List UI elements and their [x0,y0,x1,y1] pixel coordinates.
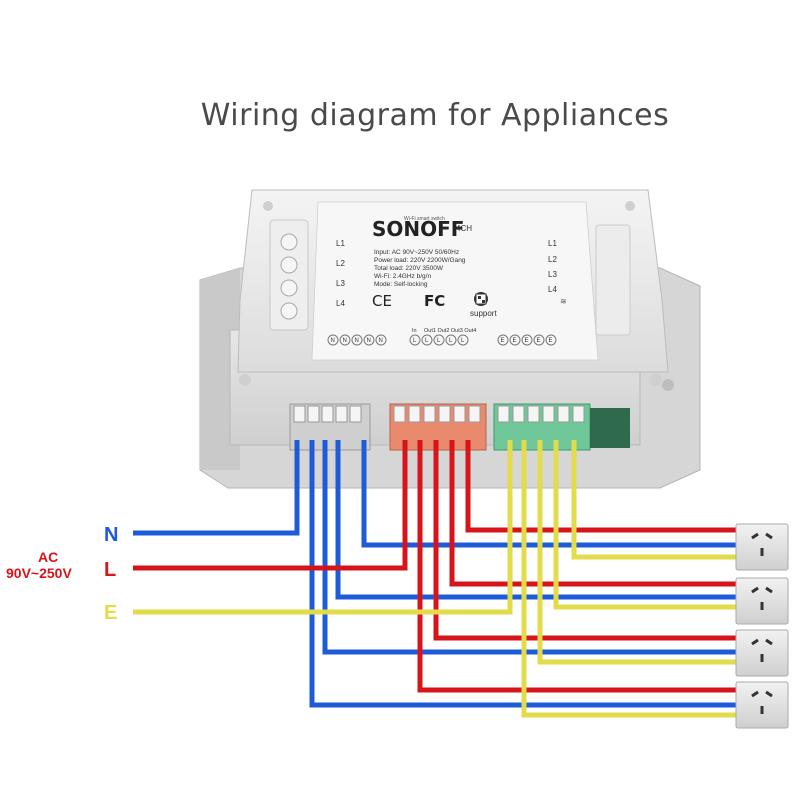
live-wire-2 [433,440,744,641]
svg-text:L: L [449,338,453,344]
device-subtitle: Wi-Fi smart switch [404,216,445,222]
neutral-wire-1 [309,440,744,708]
diagram-title: Wiring diagram for Appliances [200,98,670,133]
neutral-wire-4 [361,440,744,548]
svg-text:E: E [537,338,541,344]
outlet-4 [735,681,789,729]
mount-hole [662,379,674,391]
svg-text:N: N [367,338,371,344]
live-label: L [104,559,116,581]
terminal-l-labels: L L L L L [409,334,469,346]
brand-logo: SONOFF [372,217,464,241]
svg-text:L: L [437,338,441,344]
terminal-out-labels: Out1 Out2 Out3 Out4 [424,328,476,334]
led-label-left-1: L1 [336,239,345,248]
sonoff-device: L1 L2 L3 L4 L1 L2 L3 L4 ≋ SONOFF Wi-Fi s… [199,189,701,489]
channel-button-2[interactable] [280,256,298,274]
led-label-left-4: L4 [336,299,345,308]
voltage-label: 90V~250V [6,565,72,581]
spec-line: Total load: 220V 3500W [374,265,444,272]
spec-line: Mode: Self-locking [374,281,428,288]
wifi-icon: ≋ [560,297,567,306]
neutral-wire-main [133,440,300,536]
led-label-left-2: L2 [336,259,345,268]
ce-mark: CE [372,292,392,310]
svg-text:E: E [501,338,505,344]
earth-wire-3 [553,440,744,610]
earth-wire-4 [571,440,744,560]
channel-button-1[interactable] [280,233,298,251]
terminal-in-label: In [412,328,417,334]
terminal-n-labels: N N N N N [327,334,387,346]
spec-line: Wi-Fi: 2.4GHz b/g/n [374,273,431,280]
device-model: 4CH [456,224,472,233]
svg-text:N: N [355,338,359,344]
svg-text:E: E [525,338,529,344]
live-wire-main [133,440,408,571]
live-wire-1 [417,440,744,693]
led-label-right-4: L4 [548,285,557,294]
svg-text:E: E [513,338,517,344]
led-label-left-3: L3 [336,279,345,288]
svg-text:N: N [343,338,347,344]
svg-text:N: N [379,338,383,344]
earth-wire-1 [521,440,744,718]
outlet-3 [735,629,789,677]
led-label-right-1: L1 [548,239,557,248]
outlet-2 [735,577,789,625]
neutral-wire-3 [335,440,744,600]
channel-button-4[interactable] [280,302,298,320]
svg-text:L: L [425,338,429,344]
led-label-right-3: L3 [548,270,557,279]
svg-text:E: E [549,338,553,344]
neutral-wire-2 [322,440,744,655]
earth-label: E [104,602,117,624]
fcc-mark: FC [424,292,445,310]
neutral-label: N [104,524,118,546]
outlet-1 [735,523,789,571]
earth-wire-2 [537,440,744,665]
live-wire-4 [465,440,744,533]
svg-text:L: L [461,338,465,344]
svg-text:N: N [331,338,335,344]
terminal-block-neutral [289,403,371,451]
spec-line: Power load: 220V 2200W/Gang [374,257,466,264]
earth-wire-main [133,440,513,615]
led-label-right-2: L2 [548,255,557,264]
support-label: support [470,309,497,318]
channel-button-3[interactable] [280,279,298,297]
ac-label: AC [38,549,58,565]
svg-text:L: L [413,338,417,344]
spec-line: Input: AC 90V~250V 50/60Hz [374,249,459,256]
terminal-e-labels: E E E E E [497,334,557,346]
wires [133,440,744,718]
live-wire-3 [449,440,744,587]
